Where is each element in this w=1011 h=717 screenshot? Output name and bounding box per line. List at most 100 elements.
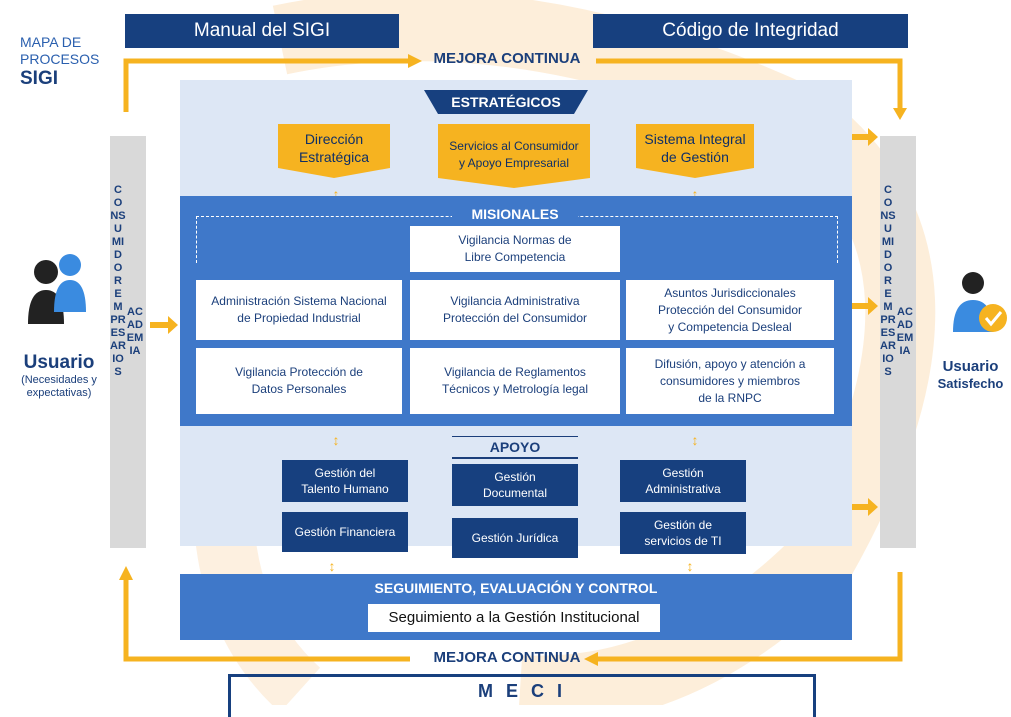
misional-propiedad-industrial[interactable]: Administración Sistema Nacional de Propi… bbox=[196, 280, 402, 340]
label-empresarios-right: EMPRESARIOS bbox=[880, 288, 896, 378]
mejora-continua-bottom: MEJORA CONTINUA bbox=[433, 649, 581, 666]
misional-libre-competencia[interactable]: Vigilancia Normas de Libre Competencia bbox=[410, 226, 620, 272]
estrategico-sistema-line1: Sistema Integral bbox=[644, 131, 746, 147]
estrategico-servicios[interactable]: Servicios al Consumidor y Apoyo Empresar… bbox=[438, 124, 590, 188]
misional-r2c1-line2: Datos Personales bbox=[251, 382, 347, 396]
estrategico-sistema-integral[interactable]: Sistema Integral de Gestión bbox=[636, 124, 754, 178]
right-output-arrow-3 bbox=[852, 498, 878, 516]
misional-r1c2-line1: Vigilancia Administrativa bbox=[450, 294, 580, 308]
codigo-integridad-button[interactable]: Código de Integridad bbox=[593, 14, 908, 48]
connector-arrow-3: ↕ bbox=[332, 432, 340, 448]
manual-sigi-label: Manual del SIGI bbox=[193, 20, 331, 41]
connector-arrow-4: ↕ bbox=[691, 432, 699, 448]
apoyo-gestion-administrativa[interactable]: Gestión Administrativa bbox=[620, 460, 746, 502]
estrategico-direccion-line1: Dirección bbox=[304, 131, 364, 147]
label-empresarios-left: EMPRESARIOS bbox=[110, 288, 126, 378]
apoyo-talento-line2: Talento Humano bbox=[301, 482, 389, 496]
connector-arrow-1: ↕ bbox=[332, 186, 340, 202]
label-academia-left: ACADEMIA bbox=[126, 306, 144, 357]
meci-label: M E C I bbox=[477, 681, 566, 701]
misional-r1c2-line2: Protección del Consumidor bbox=[442, 311, 588, 325]
apoyo-talento-humano[interactable]: Gestión del Talento Humano bbox=[282, 460, 408, 502]
misional-r1c3-line3: y Competencia Desleal bbox=[668, 319, 792, 334]
misional-r1c1-line2: de Propiedad Industrial bbox=[237, 311, 361, 325]
stakeholders-right-col1: CONSUMIDOR EMPRESARIOS bbox=[880, 136, 896, 548]
bottom-loop-arrow bbox=[123, 572, 903, 662]
apoyo-gestion-juridica[interactable]: Gestión Jurídica bbox=[452, 518, 578, 558]
label-consumidor-right: CONSUMIDOR bbox=[880, 184, 896, 287]
right-output-arrow-2 bbox=[852, 297, 878, 315]
user-right-subtitle: Satisfecho bbox=[937, 376, 1004, 391]
stakeholders-left-col1: CONSUMIDOR EMPRESARIOS bbox=[110, 136, 126, 548]
misional-r1c1-line1: Administración Sistema Nacional bbox=[211, 294, 387, 308]
connector-arrow-2: ↕ bbox=[691, 186, 699, 202]
user-right-text: Usuario Satisfecho bbox=[930, 358, 1011, 392]
misional-proteccion-consumidor[interactable]: Vigilancia Administrativa Protección del… bbox=[410, 280, 620, 340]
top-loop-arrow bbox=[123, 58, 903, 112]
bottom-arrowhead-up bbox=[119, 566, 133, 580]
right-output-arrow-1 bbox=[852, 128, 878, 146]
misionales-title: MISIONALES bbox=[452, 204, 578, 224]
misional-datos-personales[interactable]: Vigilancia Protección de Datos Personale… bbox=[196, 348, 402, 414]
apoyo-administrativa-line2: Administrativa bbox=[645, 482, 721, 496]
user-left-subtitle-1: (Necesidades y bbox=[21, 374, 97, 386]
apoyo-documental-line1: Gestión bbox=[494, 470, 536, 484]
estrategico-servicios-line2: y Apoyo Empresarial bbox=[458, 156, 570, 170]
top-arrowhead-down bbox=[893, 108, 907, 120]
stakeholders-left-col2: ACADEMIA bbox=[126, 136, 144, 548]
map-title: MAPA DE PROCESOS SIGI bbox=[20, 34, 99, 90]
mejora-continua-top: MEJORA CONTINUA bbox=[433, 50, 581, 67]
connector-arrow-6: ↕ bbox=[686, 558, 694, 574]
apoyo-ti-line2: servicios de TI bbox=[644, 534, 722, 548]
user-right-title: Usuario bbox=[942, 358, 999, 375]
apoyo-juridica-label: Gestión Jurídica bbox=[471, 531, 559, 545]
user-left-subtitle-2: expectativas) bbox=[26, 387, 92, 399]
user-left-title: Usuario bbox=[23, 352, 95, 373]
misional-libre-line1: Vigilancia Normas de bbox=[458, 233, 572, 247]
misional-r1c3-line2: Protección del Consumidor bbox=[657, 302, 803, 317]
apoyo-title: APOYO bbox=[452, 436, 578, 459]
apoyo-gestion-financiera[interactable]: Gestión Financiera bbox=[282, 512, 408, 552]
estrategico-direccion[interactable]: Dirección Estratégica bbox=[278, 124, 390, 178]
estrategico-direccion-line2: Estratégica bbox=[298, 149, 370, 165]
apoyo-servicios-ti[interactable]: Gestión de servicios de TI bbox=[620, 512, 746, 554]
apoyo-gestion-documental[interactable]: Gestión Documental bbox=[452, 464, 578, 506]
misional-r2c2-line1: Vigilancia de Reglamentos bbox=[444, 365, 586, 379]
apoyo-financiera-label: Gestión Financiera bbox=[294, 525, 396, 539]
user-icon-left bbox=[14, 250, 104, 330]
seguimiento-gestion-institucional[interactable]: Seguimiento a la Gestión Institucional bbox=[368, 604, 660, 632]
user-left-text: Usuario (Necesidades y expectativas) bbox=[4, 352, 114, 400]
misional-r2c3-line1: Difusión, apoyo y atención a bbox=[654, 356, 806, 371]
estrategicos-title: ESTRATÉGICOS bbox=[451, 94, 561, 110]
apoyo-administrativa-line1: Gestión bbox=[662, 466, 704, 480]
misional-r2c3-line3: de la RNPC bbox=[698, 390, 762, 405]
label-consumidor-left: CONSUMIDOR bbox=[110, 184, 126, 287]
map-title-line1: MAPA DE bbox=[20, 34, 82, 50]
misional-r2c1-line1: Vigilancia Protección de bbox=[235, 365, 363, 379]
misional-r1c3-line1: Asuntos Jurisdiccionales bbox=[664, 285, 796, 300]
apoyo-documental-line2: Documental bbox=[482, 486, 548, 500]
top-arrowhead-right bbox=[408, 54, 422, 68]
meci-box: M E C I bbox=[228, 674, 816, 717]
side-column-right: CONSUMIDOR EMPRESARIOS ACADEMIA bbox=[880, 136, 916, 548]
apoyo-talento-line1: Gestión del bbox=[314, 466, 376, 480]
manual-sigi-button[interactable]: Manual del SIGI bbox=[125, 14, 399, 48]
estrategico-sistema-line2: de Gestión bbox=[661, 149, 729, 165]
misional-asuntos-jurisdiccionales[interactable]: Asuntos Jurisdiccionales Protección del … bbox=[626, 280, 834, 340]
label-academia-right: ACADEMIA bbox=[896, 306, 914, 357]
apoyo-ti-line1: Gestión de bbox=[653, 518, 713, 532]
misional-difusion-rnpc[interactable]: Difusión, apoyo y atención a consumidore… bbox=[626, 348, 834, 414]
misional-reglamentos-tecnicos[interactable]: Vigilancia de Reglamentos Técnicos y Met… bbox=[410, 348, 620, 414]
map-title-line2: PROCESOS bbox=[20, 51, 100, 67]
bottom-arrowhead-left bbox=[584, 652, 598, 666]
stakeholders-right-col2: ACADEMIA bbox=[896, 136, 914, 548]
estrategicos-banner bbox=[424, 90, 588, 114]
seguimiento-title: SEGUIMIENTO, EVALUACIÓN Y CONTROL bbox=[374, 580, 658, 596]
side-column-left: CONSUMIDOR EMPRESARIOS ACADEMIA bbox=[110, 136, 146, 548]
connector-arrow-5: ↕ bbox=[328, 558, 336, 574]
user-satisfied-icon bbox=[948, 268, 1010, 338]
misional-r2c3-line2: consumidores y miembros bbox=[659, 373, 801, 388]
misional-r2c2-line2: Técnicos y Metrología legal bbox=[441, 382, 589, 396]
left-input-arrow bbox=[150, 316, 178, 334]
map-title-sigi: SIGI bbox=[20, 68, 59, 89]
